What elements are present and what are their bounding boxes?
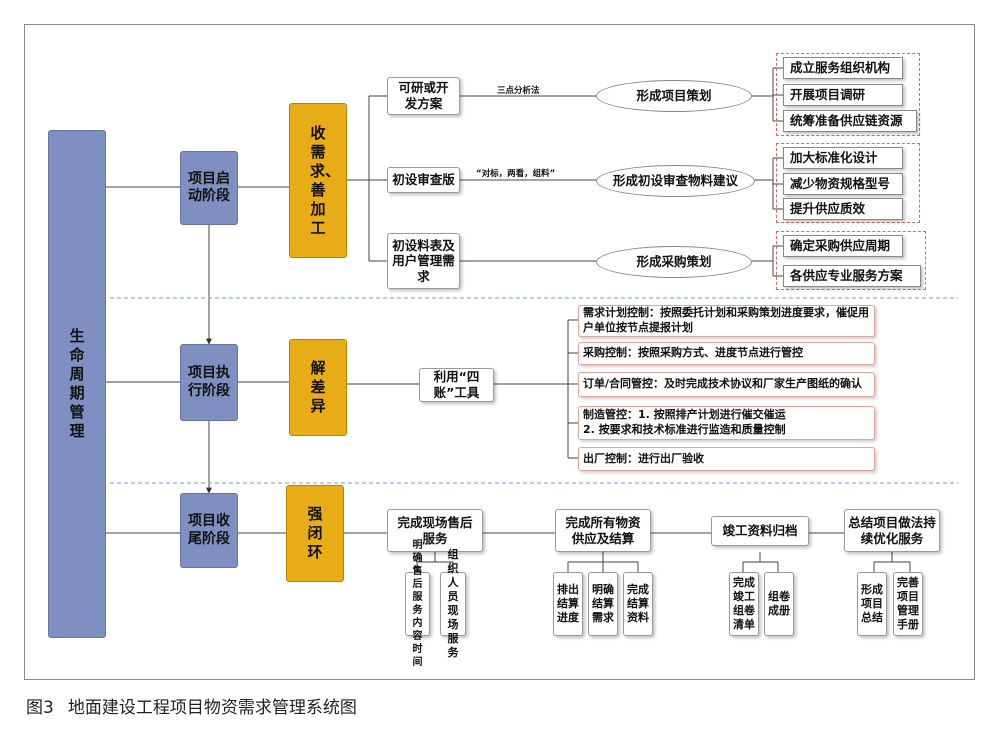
start-output-procurement-plan: 形成采购策划 [596,246,752,278]
action-start-label: 收需求、善加工 [310,123,341,237]
phase-close: 项目收尾阶段 [180,493,238,568]
action-execute-label: 解差异 [310,359,326,415]
close-sub-label: 排出结算进度 [557,583,579,624]
result-group-3 [776,231,926,290]
control-procurement: 采购控制：按照采购方式、进度节点进行管控 [578,342,875,365]
action-close-label: 强闭环 [307,505,323,561]
phase-close-label: 项目收尾阶段 [188,513,230,547]
phase-execute-label: 项目执行阶段 [188,365,230,399]
control-manufacturing: 制造管控：1. 按照排产计划进行催交催运 2. 按要求和技术标准进行监造和质量控… [578,406,875,440]
phase-execute: 项目执行阶段 [180,344,238,421]
close-step-label: 竣工资料归档 [722,523,798,539]
action-execute: 解差异 [289,339,347,436]
figure-number: 图3 [26,698,54,718]
result-item: 加大标准化设计 [783,147,903,169]
result-item: 提升供应质效 [783,198,903,220]
close-sub-label: 组卷成册 [768,590,790,617]
close-sub-label: 明确售后服务内容时间 [412,540,423,668]
result-item: 减少物资规格型号 [783,173,903,195]
close-sub-item: 完成竣工组卷清单 [729,572,759,636]
start-output-project-plan: 形成项目策划 [596,80,752,112]
close-sub-item: 明确售后服务内容时间 [405,540,430,668]
close-sub-item: 形成项目总结 [857,572,887,636]
close-sub-label: 明确结算需求 [592,583,614,624]
close-sub-label: 完成竣工组卷清单 [733,576,755,631]
action-start: 收需求、善加工 [289,103,347,258]
start-input-design-review: 初设审查版 [387,167,460,193]
close-sub-item: 完成结算资料 [623,572,653,636]
close-step-label: 完成所有物资供应及结算 [565,514,641,546]
close-sub-label: 完成结算资料 [627,583,649,624]
life-cycle-label: 生命周期管理 [69,327,85,440]
close-step-summary: 总结项目做法持续优化服务 [844,509,940,552]
control-factory-exit: 出厂控制：进行出厂验收 [578,447,875,471]
start-input-feasibility: 可研或开发方案 [387,77,460,115]
phase-start-label: 项目启动阶段 [188,170,230,205]
four-ledger-tool: 利用“四账”工具 [419,368,494,402]
start-input-label: 可研或开发方案 [398,80,449,111]
close-step-after-sales: 完成现场售后服务 [387,509,483,552]
phase-start: 项目启动阶段 [180,151,238,225]
result-item: 确定采购供应周期 [783,235,903,257]
close-sub-item: 完善项目管理手册 [893,572,923,636]
close-sub-item: 组卷成册 [764,572,794,636]
start-output-material-advice: 形成初设审查物料建议 [596,165,755,197]
start-input-material-list: 初设料表及用户管理需求 [387,233,460,289]
close-sub-item: 组织人员现场服务 [440,548,466,659]
close-sub-label: 组织人员现场服务 [447,548,459,659]
close-step-settlement: 完成所有物资供应及结算 [555,509,651,552]
control-order-contract: 订单/合同管控：及时完成技术协议和厂家生产图纸的确认 [578,372,875,397]
control-demand-plan: 需求计划控制：按照委托计划和采购策划进度要求，催促用户单位按节点提报计划 [578,305,875,337]
result-group-2 [776,143,920,223]
start-input-label: 初设料表及用户管理需求 [392,237,455,284]
figure-title: 地面建设工程项目物资需求管理系统图 [67,698,357,718]
close-sub-item: 明确结算需求 [588,572,618,636]
annotation-benchmark: “对标，两看，组料” [476,169,556,179]
figure-frame [24,24,975,680]
result-item: 开展项目调研 [783,84,903,106]
action-close: 强闭环 [286,485,344,582]
result-item: 各供应专业服务方案 [783,265,921,287]
close-step-label: 总结项目做法持续优化服务 [848,514,936,546]
start-input-label: 初设审查版 [392,172,455,188]
four-ledger-tool-label: 利用“四账”工具 [433,369,480,400]
result-item: 成立服务组织机构 [783,57,903,79]
result-group-1 [776,53,920,136]
annotation-three-point: 三点分析法 [497,86,540,96]
close-sub-label: 完善项目管理手册 [897,576,919,631]
result-item: 统筹准备供应链资源 [783,110,917,132]
close-step-label: 完成现场售后服务 [397,514,473,546]
figure-caption: 图3 地面建设工程项目物资需求管理系统图 [26,693,357,718]
life-cycle-bar: 生命周期管理 [48,130,106,638]
close-sub-item: 排出结算进度 [553,572,583,636]
close-sub-label: 形成项目总结 [861,583,883,624]
close-step-archive: 竣工资料归档 [711,516,809,546]
